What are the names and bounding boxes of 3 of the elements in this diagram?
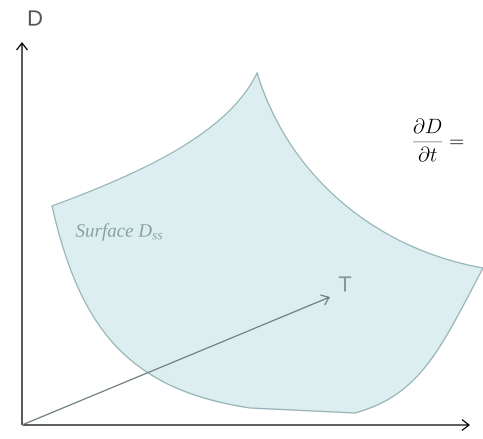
axis-label: T — [338, 276, 352, 292]
equation: $\frac{\partial D}{\partial t} =$ — [413, 118, 464, 162]
axis-label: D — [28, 10, 42, 26]
